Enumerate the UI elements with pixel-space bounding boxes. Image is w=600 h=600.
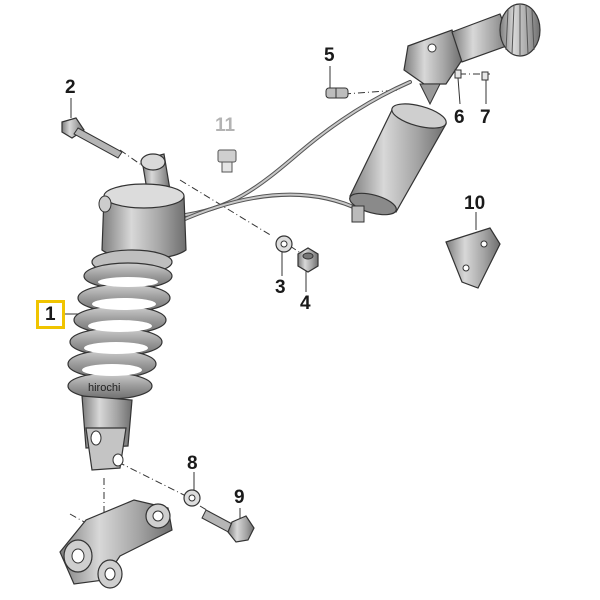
callout-6: 6	[454, 107, 465, 128]
callout-9: 9	[234, 487, 245, 508]
callout-8: 8	[187, 453, 198, 474]
watermark: hirochi	[88, 382, 121, 394]
callout-10: 10	[464, 193, 486, 214]
callout-4: 4	[300, 293, 311, 314]
linkage-lever	[59, 499, 173, 589]
leader-line-4	[289, 245, 303, 255]
shock-absorber	[67, 153, 187, 471]
callout-2: 2	[65, 77, 76, 98]
bolt-2	[61, 117, 123, 159]
callout-1: 1	[36, 300, 65, 329]
callout-3: 3	[275, 277, 286, 298]
callout-7: 7	[480, 107, 491, 128]
washer-6-7	[454, 69, 489, 81]
washer-3	[275, 235, 293, 253]
leader-line-3	[179, 179, 273, 237]
hose-clip-5	[325, 87, 349, 99]
screw-11	[217, 149, 237, 173]
washer-8	[183, 489, 201, 507]
bolt-9	[201, 509, 255, 543]
callout-5: 5	[324, 45, 335, 66]
nut-4	[297, 247, 319, 273]
leader-line-9	[199, 505, 211, 513]
remote-hose	[176, 80, 412, 224]
bracket-10	[445, 227, 501, 289]
remote-reservoir	[349, 103, 447, 223]
leader-line-8	[117, 461, 187, 497]
leader-line-2	[119, 149, 161, 179]
leader-line-link	[69, 513, 96, 529]
preload-adjuster	[403, 3, 541, 106]
callout-11: 11	[215, 115, 236, 136]
